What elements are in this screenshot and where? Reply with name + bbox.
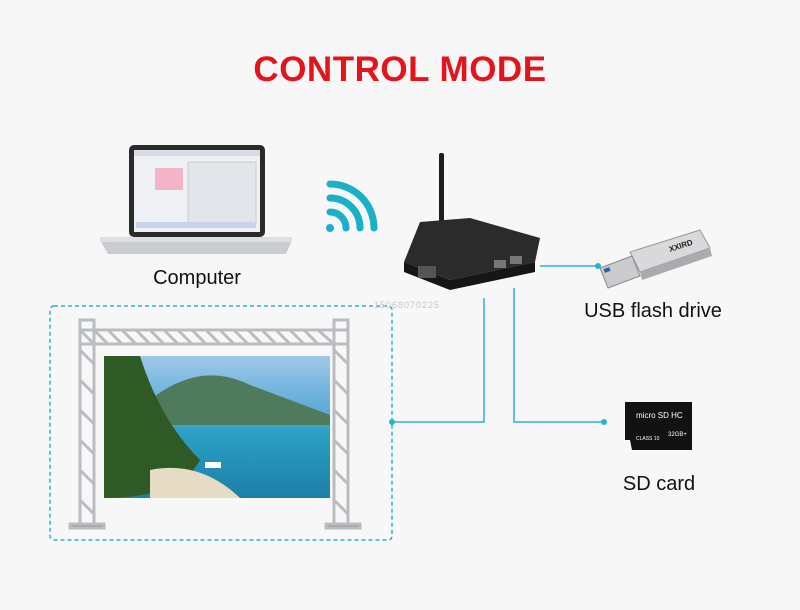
line-router-screen (392, 298, 485, 423)
line-router-sd (513, 288, 604, 423)
controller-device-icon (404, 153, 540, 290)
screen-dashed-box (49, 305, 393, 541)
laptop-icon (100, 145, 292, 254)
sd-card-icon: micro SD HC CLASS 10 32GB+ (625, 402, 692, 450)
computer-label: Computer (153, 267, 241, 289)
wifi-icon (326, 180, 378, 232)
svg-text:CLASS 10: CLASS 10 (636, 436, 660, 442)
watermark: 15068070225 (374, 300, 441, 310)
led-screen-image (104, 356, 330, 498)
sd-card-label: SD card (622, 473, 696, 495)
page-title: CONTROL MODE (253, 50, 547, 89)
led-screen-truss (68, 318, 362, 530)
usb-label: USB flash drive (584, 300, 722, 322)
svg-text:micro SD HC: micro SD HC (636, 411, 683, 420)
usb-flash-drive-icon: XXIRD (599, 229, 712, 289)
svg-text:32GB+: 32GB+ (668, 432, 687, 438)
